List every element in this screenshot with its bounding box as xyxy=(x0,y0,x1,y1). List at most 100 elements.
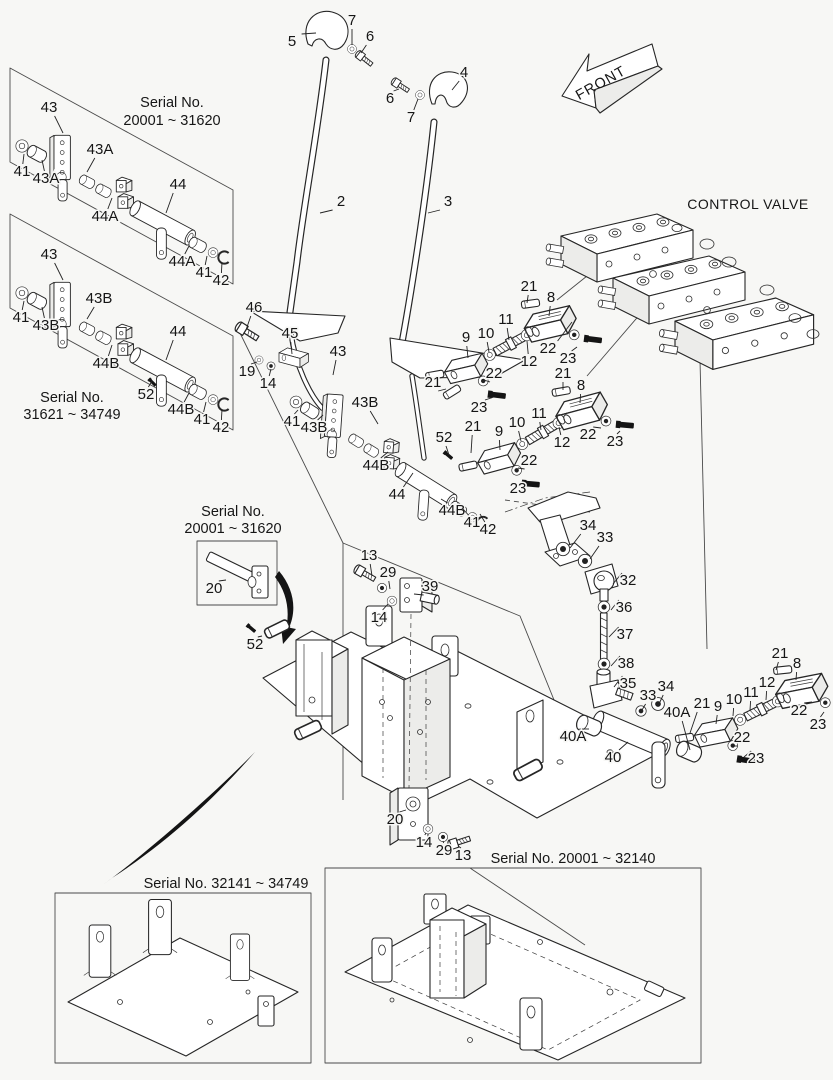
part-number-callout: 41 xyxy=(13,309,30,326)
part-number-callout: 39 xyxy=(422,578,439,595)
part-number-callout: 3 xyxy=(444,193,452,210)
part-number-callout: 43A xyxy=(87,141,114,158)
callout-leader-line xyxy=(610,599,620,611)
callout-leader-line xyxy=(795,671,798,681)
callout-leader-line xyxy=(22,153,25,165)
part-number-callout: 22 xyxy=(486,365,503,382)
box-br-tower xyxy=(423,893,491,999)
pedal-linkage-assembly xyxy=(504,491,705,789)
box-br-caption: Serial No. 20001 ~ 32140 xyxy=(491,851,656,867)
pedal-plate xyxy=(527,491,601,523)
callout-leader-line xyxy=(413,98,419,111)
part-number-callout: 12 xyxy=(521,353,538,370)
part-number-callout: 44B xyxy=(439,502,466,519)
callout-leader-line xyxy=(86,306,95,320)
control-levers xyxy=(249,10,526,461)
callout-leader-line xyxy=(382,603,389,611)
callout-leader-line xyxy=(220,261,223,274)
part-number-callout: 10 xyxy=(726,691,743,708)
part-number-callout: 33 xyxy=(597,529,614,546)
callout-leader-line xyxy=(21,300,25,311)
callout-leader-line xyxy=(548,305,551,317)
lower-zone-line xyxy=(342,542,568,733)
ring-33b xyxy=(635,705,647,717)
part-number-callout: 44B xyxy=(168,401,195,418)
callout-leader-line xyxy=(424,832,427,836)
callout-leader-line xyxy=(483,379,491,383)
callout-leader-line xyxy=(579,393,582,404)
part-number-callout: 11 xyxy=(743,684,759,701)
rod-37 xyxy=(599,612,608,660)
part-number-callout: 8 xyxy=(547,289,555,306)
callout-leader-line xyxy=(610,655,621,667)
part-number-callout: 41 xyxy=(284,413,301,430)
ball-joint-32 xyxy=(593,570,615,592)
part-number-callout: 41 xyxy=(14,163,31,180)
callout-leader-line xyxy=(388,580,391,590)
part-number-callout: 44 xyxy=(389,486,406,503)
part-number-callout: 22 xyxy=(580,426,597,443)
callout-leader-line xyxy=(360,44,367,54)
inset-b-caption-2: 31621 ~ 34749 xyxy=(23,407,120,423)
part-number-callout: 29 xyxy=(436,842,453,859)
callout-leader-line xyxy=(165,192,174,214)
callout-leader-line xyxy=(440,498,448,504)
callout-leader-line xyxy=(403,472,414,488)
knob-5 xyxy=(305,10,349,50)
callout-leader-line xyxy=(498,439,501,451)
part-number-callout: 7 xyxy=(348,12,356,29)
callout-leader-line xyxy=(608,626,619,638)
callout-leader-line xyxy=(442,840,445,844)
callout-leader-line xyxy=(641,703,646,711)
callout-leader-line xyxy=(658,694,664,705)
part-number-callout: 34 xyxy=(580,517,597,534)
screw-52b xyxy=(245,623,257,634)
inset-pin-20: Serial No. 20001 ~ 31620 xyxy=(183,503,296,644)
control-valve-label: CONTROL VALVE xyxy=(687,196,808,212)
part-number-callout: 23 xyxy=(607,433,624,450)
callout-leader-line xyxy=(569,533,582,549)
callout-leader-line xyxy=(332,359,337,376)
part-number-callout: 43B xyxy=(33,317,60,334)
callout-leader-line xyxy=(715,714,718,725)
part-number-callout: 8 xyxy=(577,377,585,394)
part-number-callout: 5 xyxy=(288,33,296,50)
callout-leader-line xyxy=(218,579,227,582)
callout-leader-line xyxy=(86,157,96,173)
callout-leader-line xyxy=(457,845,462,849)
part-number-callout: 13 xyxy=(361,547,378,564)
part-number-callout: 21 xyxy=(521,278,538,295)
part-number-callout: 44A xyxy=(92,208,119,225)
ring-33a xyxy=(577,553,593,569)
part-number-callout: 43 xyxy=(41,246,58,263)
callout-leader-line xyxy=(107,197,113,210)
inset-top-left-border xyxy=(9,67,234,285)
part-number-callout: 40 xyxy=(605,749,622,766)
callout-leader-line xyxy=(765,690,768,701)
part-number-callout: 21 xyxy=(465,418,482,435)
part-number-callout: 9 xyxy=(462,329,470,346)
callout-leader-line xyxy=(518,430,522,442)
part-number-callout: 10 xyxy=(478,325,495,342)
part-number-callout: 21 xyxy=(555,365,572,382)
inset-mid-left-border xyxy=(9,213,234,431)
nut-38 xyxy=(597,657,611,671)
part-number-callout: 9 xyxy=(714,698,722,715)
part-number-callout: 6 xyxy=(366,28,374,45)
part-number-callout: 32 xyxy=(620,572,637,589)
part-number-callout: 22 xyxy=(540,340,557,357)
callout-leader-line xyxy=(479,513,486,523)
bracket-39-group xyxy=(352,563,440,789)
part-number-callout: 38 xyxy=(618,655,635,672)
callout-leader-line xyxy=(399,809,407,813)
callout-leader-line xyxy=(820,711,825,718)
part-number-callout: 43B xyxy=(352,394,379,411)
part-number-callout: 9 xyxy=(495,423,503,440)
part-number-callout: 19 xyxy=(239,363,256,380)
part-number-callout: 44B xyxy=(93,355,120,372)
control-valve-assembly: CONTROL VALVE xyxy=(545,196,820,370)
part-number-callout: 44 xyxy=(170,323,187,340)
washer-7a xyxy=(347,44,357,54)
callout-leader-line xyxy=(517,467,525,470)
